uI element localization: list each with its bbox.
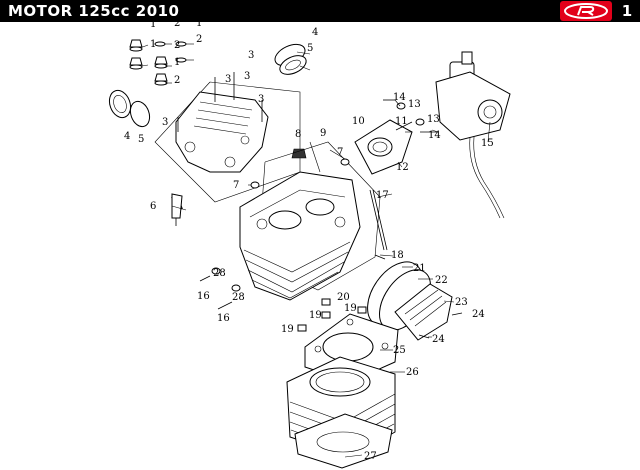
callout-19: 19 [309,310,322,321]
callout-17: 17 [376,190,389,201]
brand-logo-icon [560,1,612,21]
callout-19: 19 [344,303,357,314]
callout-16: 16 [197,291,210,302]
leader-lines [139,43,491,458]
callout-24: 24 [432,334,445,345]
callout-1: 1 [150,22,156,30]
callout-9: 9 [320,128,326,139]
callout-27: 27 [364,451,377,462]
callout-2: 2 [174,22,180,29]
callout-24: 24 [472,309,485,320]
callout-2: 2 [174,75,180,86]
callout-14: 14 [428,130,441,141]
callout-26: 26 [406,367,419,378]
callout-21: 21 [413,263,426,274]
cam-sprocket-cover [274,43,307,75]
callout-5: 5 [307,43,313,54]
carburetor [435,51,511,219]
callout-7: 7 [233,180,239,191]
intake-manifold [354,99,438,175]
callout-11: 11 [395,116,408,127]
callout-3: 3 [244,71,250,82]
callout-25: 25 [393,345,406,356]
callout-6: 6 [150,201,156,212]
callout-2: 2 [196,34,202,45]
page-number: 1 [621,2,633,20]
callout-28: 28 [232,292,245,303]
callout-14: 14 [393,92,406,103]
callout-1: 1 [174,57,180,68]
callout-1: 1 [150,39,156,50]
callout-28: 28 [213,268,226,279]
side-cover [367,261,463,341]
callout-22: 22 [435,275,448,286]
bolts [199,254,386,310]
page-title: MOTOR 125cc 2010 [8,2,180,20]
callout-13: 13 [427,114,440,125]
callout-2: 2 [174,40,180,51]
callout-20: 20 [337,292,350,303]
callout-7: 7 [337,147,343,158]
callout-numbers: 1 2 1 1 2 2 1 2 3 3 3 3 3 4 5 4 5 6 7 7 … [124,22,494,462]
dowel-pins [297,298,367,332]
callout-4: 4 [124,131,130,142]
callout-3: 3 [225,74,231,85]
exploded-engine-diagram: 1 2 1 1 2 2 1 2 3 3 3 3 3 4 5 4 5 6 7 7 … [108,22,511,469]
callout-23: 23 [455,297,468,308]
callout-8: 8 [295,129,301,140]
callout-15: 15 [481,138,494,149]
callout-1: 1 [196,22,202,29]
callout-19: 19 [281,324,294,335]
callout-16: 16 [217,313,230,324]
callout-3: 3 [162,117,168,128]
callout-4: 4 [312,27,318,38]
callout-10: 10 [352,116,365,127]
callout-5: 5 [138,134,144,145]
callout-18: 18 [391,250,404,261]
callout-3: 3 [248,50,254,61]
callout-3: 3 [258,94,264,105]
valve-cover-group [108,39,307,226]
callout-13: 13 [408,99,421,110]
header-bar: MOTOR 125cc 2010 1 [0,0,640,22]
base-gasket [294,413,393,469]
cylinder-head [239,141,388,301]
callout-12: 12 [396,162,409,173]
